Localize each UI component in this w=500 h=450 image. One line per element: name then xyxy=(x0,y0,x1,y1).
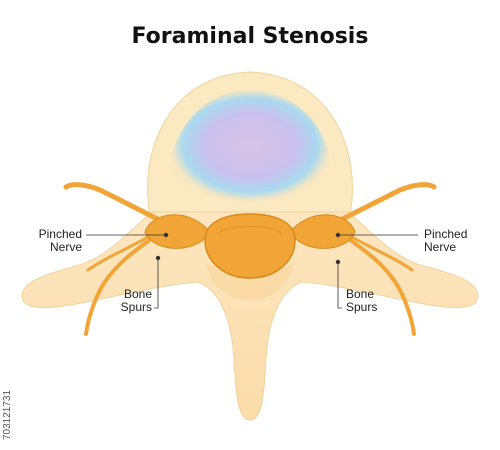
left-nerve-branch-lower-2 xyxy=(86,234,152,272)
leader-dot-bone-spurs-left xyxy=(155,255,161,261)
leader-dot-pinched-nerve-right xyxy=(335,232,341,238)
right-nerve-branch-upper xyxy=(322,182,437,231)
label-pinched-nerve-left: Pinched Nerve xyxy=(38,227,82,254)
leader-dot-pinched-nerve-left xyxy=(163,232,169,238)
left-nerve-branch-upper xyxy=(63,182,178,231)
left-nerve-branch-lower-1 xyxy=(84,230,162,336)
right-nerve-branch-lower-1 xyxy=(338,230,416,336)
page-title: Foraminal Stenosis xyxy=(131,24,369,49)
spinal-cord-highlight xyxy=(217,226,283,235)
label-bone-spurs-left: Bone Spurs xyxy=(120,287,152,314)
right-nerve-branch-lower-2 xyxy=(348,234,414,272)
label-pinched-nerve-right: Pinched Nerve xyxy=(424,227,468,254)
vertebral-arch xyxy=(21,211,479,421)
leader-dot-bone-spurs-right xyxy=(335,259,341,265)
annotation-lines xyxy=(86,232,418,309)
leader-bone-spurs-right xyxy=(337,262,342,309)
spinal-cord xyxy=(204,213,296,279)
stock-id-label: 703121731 xyxy=(2,389,13,440)
leader-bone-spurs-left xyxy=(154,258,159,309)
label-bone-spurs-right: Bone Spurs xyxy=(346,287,378,314)
disc-nucleus xyxy=(168,90,333,205)
